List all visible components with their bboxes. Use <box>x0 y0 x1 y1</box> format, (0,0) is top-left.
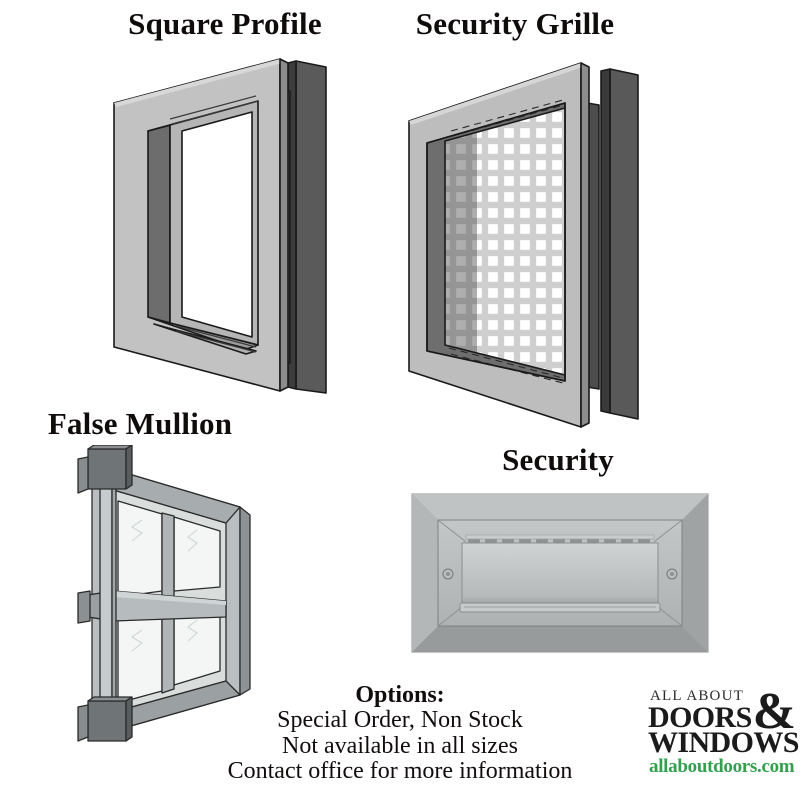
logo-line-windows: WINDOWS <box>648 726 799 759</box>
logo-line-all-about: ALL ABOUT <box>650 688 744 704</box>
logo-ampersand: & <box>752 683 796 740</box>
panel-title-square-profile: Square Profile <box>128 6 322 41</box>
square-profile-diagram <box>110 45 350 405</box>
logo-line-doors: DOORS <box>648 701 752 734</box>
security-vent-photo <box>410 490 710 656</box>
false-mullion-diagram <box>70 445 270 745</box>
security-grille-diagram <box>405 45 655 440</box>
options-line-1: Special Order, Non Stock <box>277 707 523 734</box>
options-line-2: Not available in all sizes <box>282 732 518 759</box>
options-text-block: Options: Special Order, Non Stock Not av… <box>227 682 573 785</box>
panel-title-security: Security <box>502 442 614 477</box>
panel-title-false-mullion: False Mullion <box>47 406 233 441</box>
company-logo[interactable]: ALL ABOUT & DOORS WINDOWS allaboutdoors.… <box>648 683 799 784</box>
logo-domain-link[interactable]: allaboutdoors.com <box>649 756 795 777</box>
options-heading: Options: <box>355 682 445 708</box>
options-line-3: Contact office for more information <box>227 758 573 785</box>
panel-title-security-grille: Security Grille <box>415 6 615 41</box>
